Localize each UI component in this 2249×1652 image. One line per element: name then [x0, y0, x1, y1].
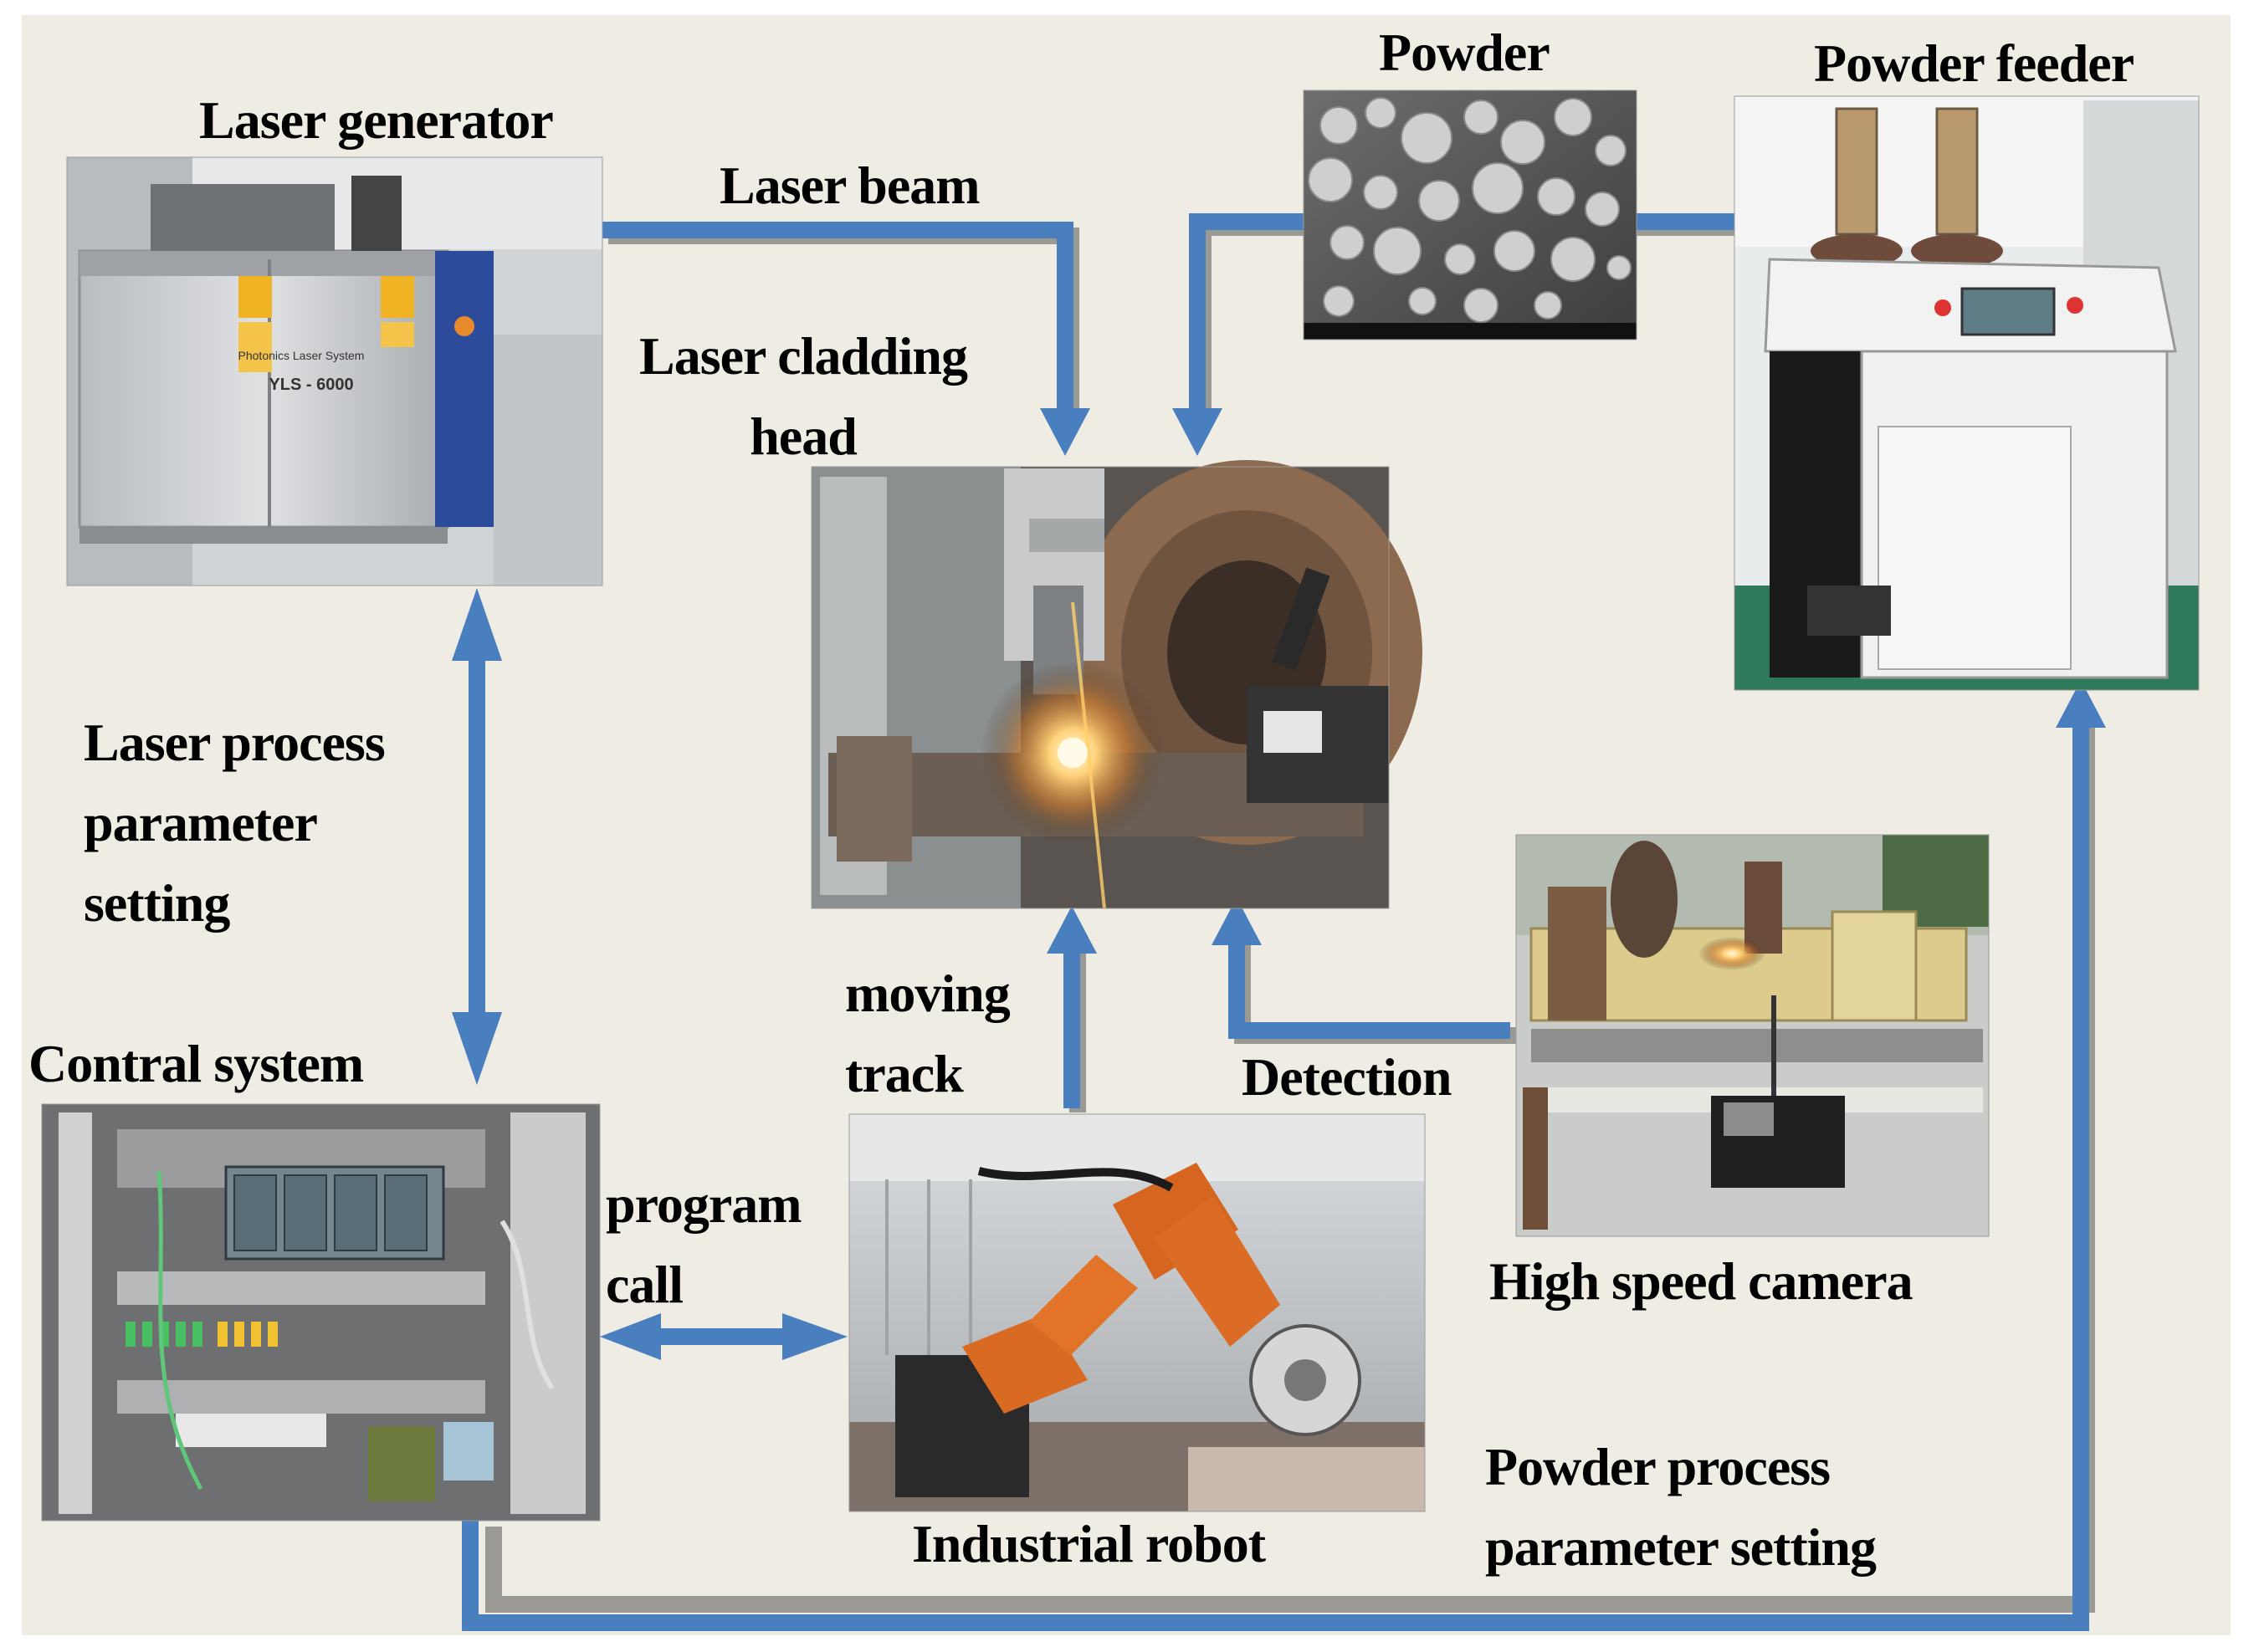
- powder-photo: [1304, 90, 1637, 340]
- laser-generator-brand-text: Photonics Laser System: [238, 349, 365, 362]
- powder-process-arrow: [462, 724, 2089, 1631]
- powder-feeder-label: Powder feeder: [1814, 33, 2134, 93]
- control-system-label: Contral system: [28, 1034, 364, 1093]
- industrial-robot-label: Industrial robot: [912, 1514, 1266, 1573]
- laser-generator-photo: Photonics Laser System YLS - 6000: [67, 157, 602, 586]
- moving-track-label: moving track: [845, 964, 1011, 1103]
- program-call-label: program call: [606, 1174, 802, 1314]
- laser-generator-model-text: YLS - 6000: [269, 376, 353, 394]
- laser-process-parameter-label: Laser process parameter setting: [84, 713, 386, 933]
- arrowheads: [452, 408, 2106, 1360]
- control-system-photo: [42, 1104, 600, 1521]
- powder-process-parameter-label: Powder process parameter setting: [1485, 1437, 1877, 1577]
- detection-arrow: [1228, 941, 1510, 1039]
- laser-generator-label: Laser generator: [199, 90, 554, 150]
- industrial-robot-photo: [849, 1114, 1425, 1511]
- high-speed-camera-photo: [1516, 835, 1989, 1236]
- cladding-head-photo: [812, 460, 1422, 909]
- detection-label: Detection: [1242, 1047, 1452, 1107]
- powder-to-head-arrow: [1189, 213, 1304, 414]
- laser-cladding-head-label: Laser cladding head: [639, 326, 968, 466]
- powder-label: Powder: [1379, 23, 1550, 82]
- laser-beam-label: Laser beam: [720, 156, 981, 215]
- powder-feeder-photo: [1734, 96, 2199, 690]
- high-speed-camera-label: High speed camera: [1489, 1251, 1913, 1311]
- laser-beam-arrow: [602, 222, 1073, 414]
